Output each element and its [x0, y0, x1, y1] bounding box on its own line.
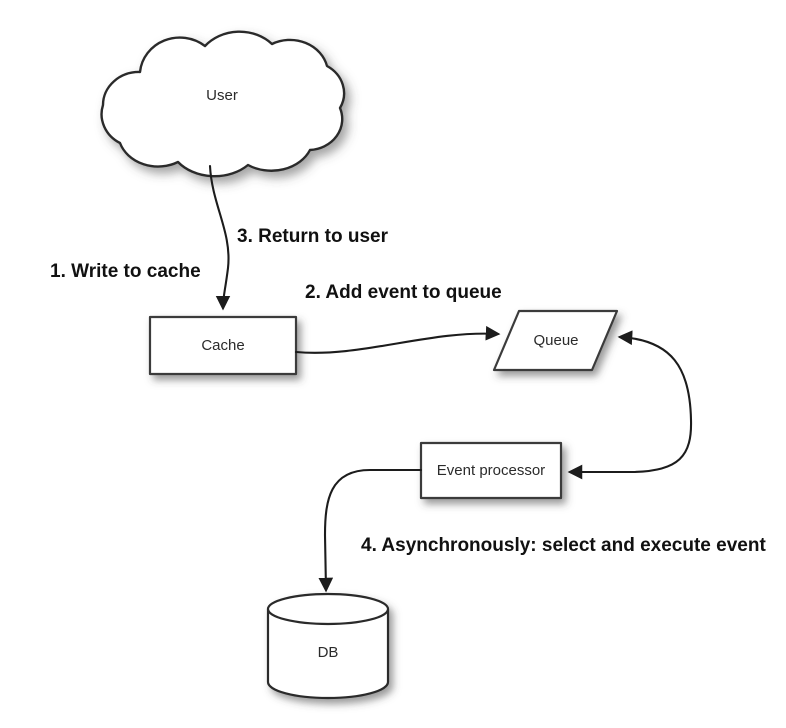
node-queue-label: Queue [533, 332, 578, 349]
node-db-label: DB [318, 644, 339, 661]
node-user[interactable]: User [100, 30, 346, 178]
step-3-label: 3. Return to user [237, 226, 389, 247]
edge-user-to-cache [208, 164, 231, 311]
step-4-label: 4. Asynchronously: select and execute ev… [361, 535, 766, 556]
node-user-label: User [206, 87, 238, 104]
node-queue[interactable]: Queue [492, 309, 619, 372]
edge-event-processor-to-db [318, 468, 423, 593]
node-cache[interactable]: Cache [148, 315, 298, 376]
node-event-processor-label: Event processor [437, 462, 545, 479]
node-cache-label: Cache [201, 337, 244, 354]
node-db[interactable]: DB [266, 592, 390, 700]
edge-cache-to-queue [294, 325, 501, 354]
step-1-label: 1. Write to cache [50, 261, 201, 282]
edge-queue-to-event-processor [567, 330, 693, 480]
node-event-processor[interactable]: Event processor [419, 441, 563, 500]
step-2-label: 2. Add event to queue [305, 282, 502, 303]
